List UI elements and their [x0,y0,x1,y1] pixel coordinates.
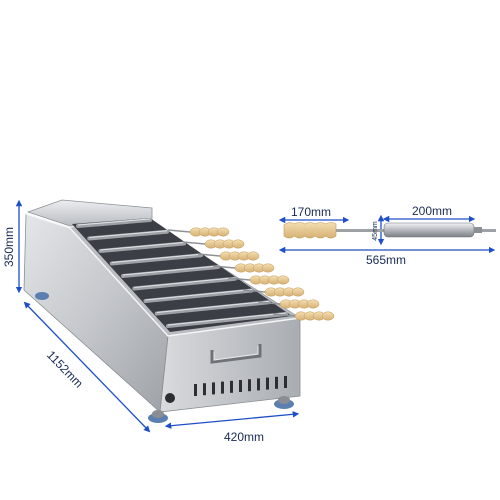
height-label: 350mm [2,227,16,267]
vent-slot [212,382,215,395]
vent-slot [230,380,233,393]
rod-diameter-label: 45mm [372,221,379,241]
vent-slots [194,376,287,396]
skewer-shaft [182,241,206,245]
dough-handle [219,251,260,261]
skewer-shaft [197,253,221,257]
stick-total-length-label: 565mm [366,253,406,267]
skewer-shaft [242,289,266,293]
handle-length-label: 170mm [291,205,331,219]
vent-slot [275,376,278,389]
skewer-shaft [272,313,296,317]
dimension-lines [15,199,496,433]
width-label: 420mm [224,430,264,444]
single-skewer-illustration [283,222,496,239]
dough-handle [189,227,230,237]
vent-slot [239,380,242,392]
rod-length-label: 200mm [412,204,452,218]
skewer-shaft [227,277,251,281]
vent-slot [221,381,224,394]
vent-slot [248,379,251,392]
skewer-shaft [212,265,236,269]
dough-handle [204,239,245,249]
grill-feet [35,292,294,423]
dough-handle [234,263,275,273]
vent-slot [203,383,206,396]
carry-handle [210,344,262,364]
skewer-shaft [257,301,281,305]
control-knob [165,393,175,403]
dough-handle [294,311,335,321]
skewer-shaft [167,229,191,233]
dough-handle [249,275,290,285]
vent-slot [266,377,269,390]
vent-slot [284,376,287,388]
dough-handle [279,299,320,309]
vent-slot [257,378,260,391]
vent-slot [194,384,197,396]
length-label: 1152mm [44,348,86,391]
skewers [167,227,335,321]
dough-handle [264,287,305,297]
roller-rods [72,218,292,332]
